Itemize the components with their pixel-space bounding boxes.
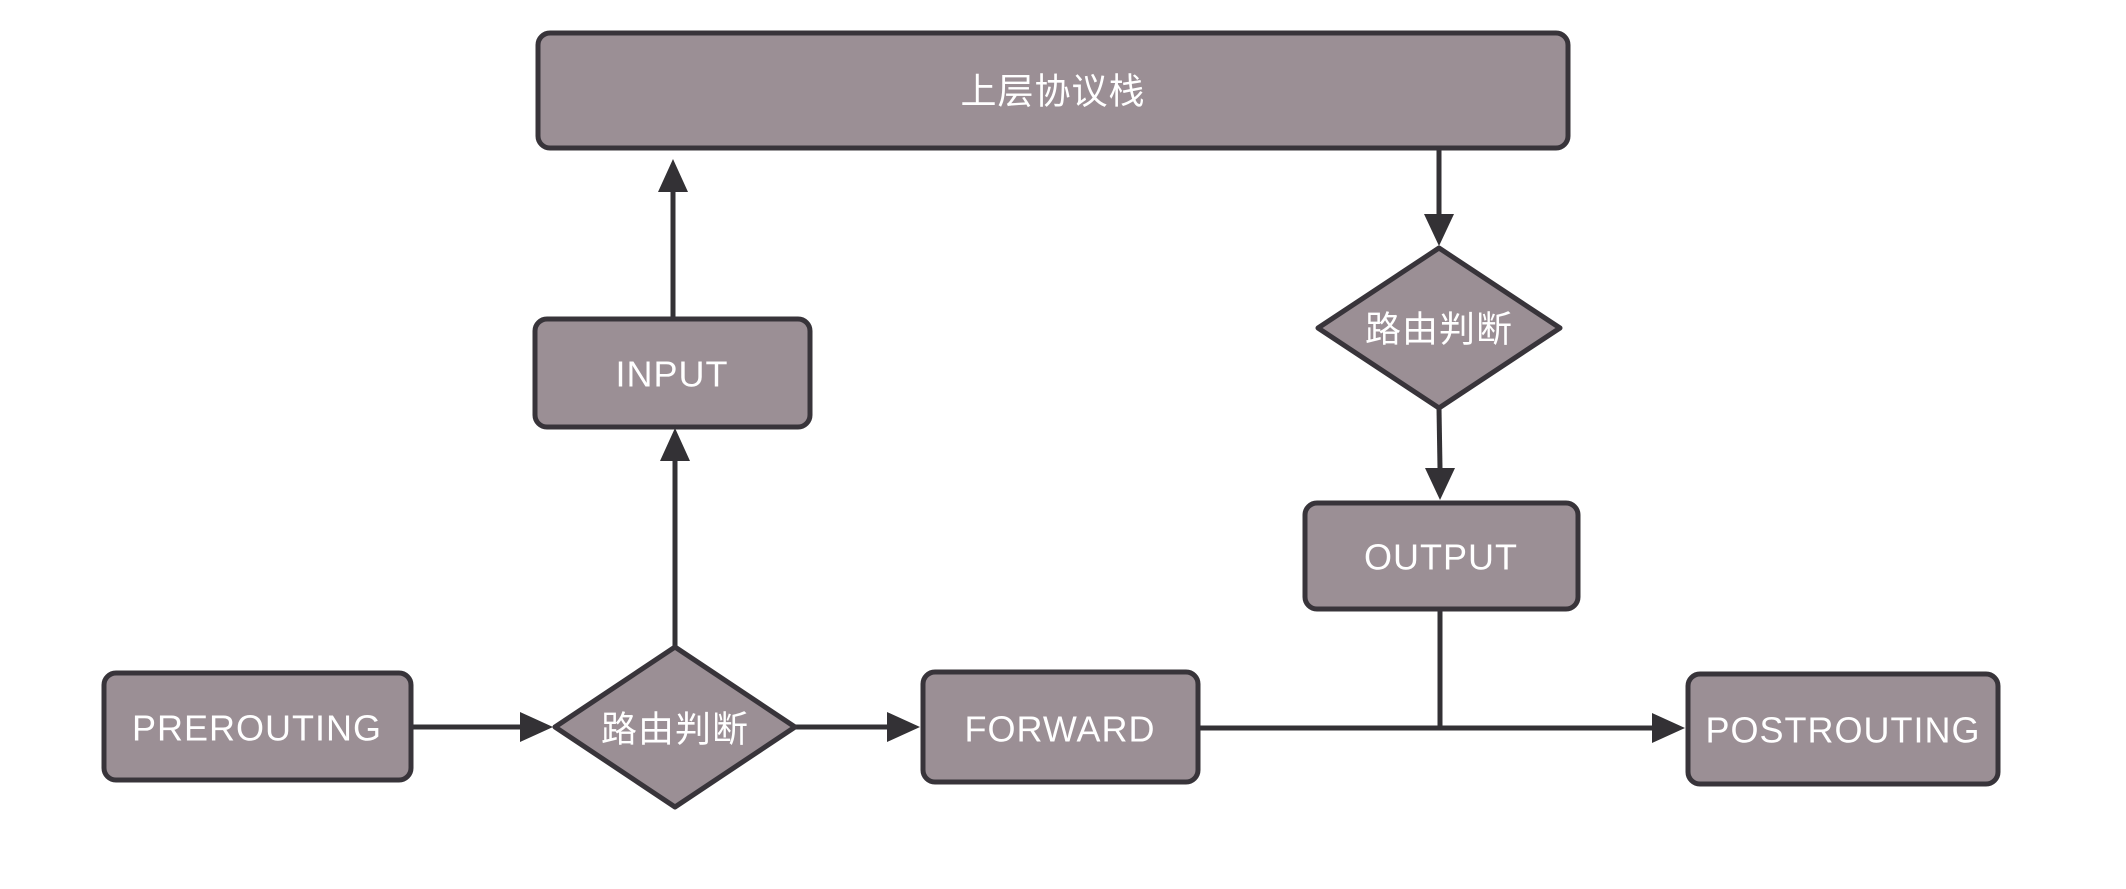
postrouting-shape xyxy=(1685,671,2001,787)
arrowhead-up-icon xyxy=(658,159,688,192)
arrowhead-down-icon xyxy=(1425,468,1455,500)
node-input: INPUT xyxy=(532,316,813,430)
routing-decision-lower-shape xyxy=(552,644,798,810)
forward-shape xyxy=(920,669,1201,785)
forward-label: FORWARD xyxy=(965,709,1156,750)
upper-stack-label: 上层协议栈 xyxy=(960,71,1145,112)
edge-routing-upper-to-output xyxy=(1436,407,1443,469)
upper-stack-shape xyxy=(535,30,1571,151)
node-postrouting: POSTROUTING xyxy=(1685,671,2001,787)
output-shape xyxy=(1302,500,1581,612)
node-forward: FORWARD xyxy=(920,669,1201,785)
output-label: OUTPUT xyxy=(1364,537,1518,578)
node-prerouting: PREROUTING xyxy=(101,670,414,783)
arrowhead-right-icon xyxy=(1652,713,1685,743)
arrowhead-right-icon xyxy=(887,712,920,742)
node-routing-decision-upper: 路由判断 xyxy=(1315,245,1563,411)
prerouting-label: PREROUTING xyxy=(132,708,382,749)
node-routing-decision-lower: 路由判断 xyxy=(552,644,798,810)
node-output: OUTPUT xyxy=(1302,500,1581,612)
postrouting-label: POSTROUTING xyxy=(1705,710,1980,751)
routing-decision-upper-shape xyxy=(1315,245,1563,411)
node-upper-stack: 上层协议栈 xyxy=(535,30,1571,151)
routing-decision-upper-label: 路由判断 xyxy=(1365,309,1513,350)
routing-decision-lower-label: 路由判断 xyxy=(601,709,749,750)
arrowhead-down-icon xyxy=(1424,214,1454,246)
edges-layer xyxy=(411,148,1685,743)
nodes-layer: 上层协议栈 INPUT 路由判断 OUTPUT PREROUTING 路由判断 xyxy=(101,30,2001,810)
prerouting-shape xyxy=(101,670,414,783)
input-label: INPUT xyxy=(616,354,729,395)
arrowhead-right-icon xyxy=(520,712,553,742)
arrowhead-up-icon xyxy=(660,428,690,461)
input-shape xyxy=(532,316,813,430)
